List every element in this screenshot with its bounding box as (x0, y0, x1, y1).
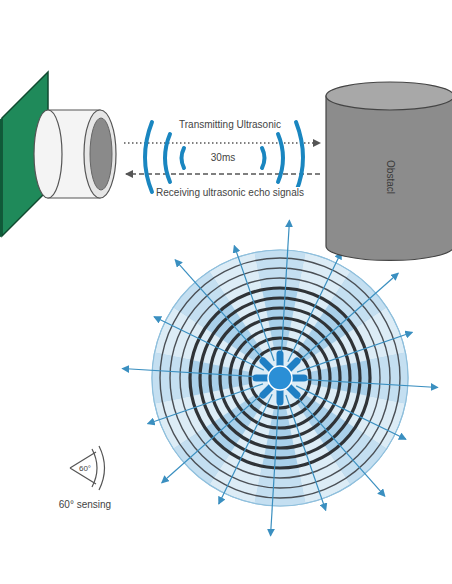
sensing-ray (219, 394, 272, 504)
sensing-ray (286, 395, 326, 510)
angle-value: 60° (79, 463, 91, 475)
sensing-ray (281, 220, 289, 360)
wave-ring (210, 308, 350, 448)
ultrasonic-transducer (34, 110, 116, 198)
sensing-boundary (152, 250, 408, 506)
sensing-ray (298, 379, 438, 387)
sensing-ray (292, 391, 385, 496)
receive-label: Receiving ultrasonic echo signals (154, 187, 306, 199)
sensing-ray (234, 246, 274, 361)
sensing-ray (175, 260, 268, 365)
receive-arrow (126, 173, 320, 174)
wave-ring (240, 338, 320, 418)
sensing-ray (297, 332, 412, 372)
sensing-ray (162, 390, 267, 483)
sensing-ray (288, 252, 341, 362)
obstacle-label: Obstacl (384, 160, 396, 194)
wave-ring (250, 348, 310, 408)
sound-waves (145, 122, 303, 192)
sensing-ray (154, 317, 264, 370)
wave-ring (220, 318, 340, 438)
sensing-pattern (122, 220, 437, 535)
obstacle-cylinder: Obstacl (322, 80, 452, 262)
wave-ring (190, 288, 370, 468)
sensing-area (152, 250, 408, 506)
sensing-ray (296, 386, 406, 439)
transmit-label: Transmitting Ultrasonic (177, 119, 283, 131)
wave-ring (160, 258, 400, 498)
transmit-arrow (124, 142, 320, 143)
sensor-hub (268, 366, 292, 390)
angle-icon (70, 446, 105, 490)
wave-ring (180, 278, 380, 478)
sensing-label: 60° sensing (59, 499, 111, 511)
wave-ring (230, 328, 330, 428)
sensing-ray (148, 384, 263, 424)
wave-ring (200, 298, 360, 458)
sensing-ray (122, 369, 262, 377)
wave-ring (170, 268, 390, 488)
time-label: 30ms (211, 152, 235, 164)
sensing-ray (293, 273, 398, 366)
sensing-ray (271, 396, 279, 536)
